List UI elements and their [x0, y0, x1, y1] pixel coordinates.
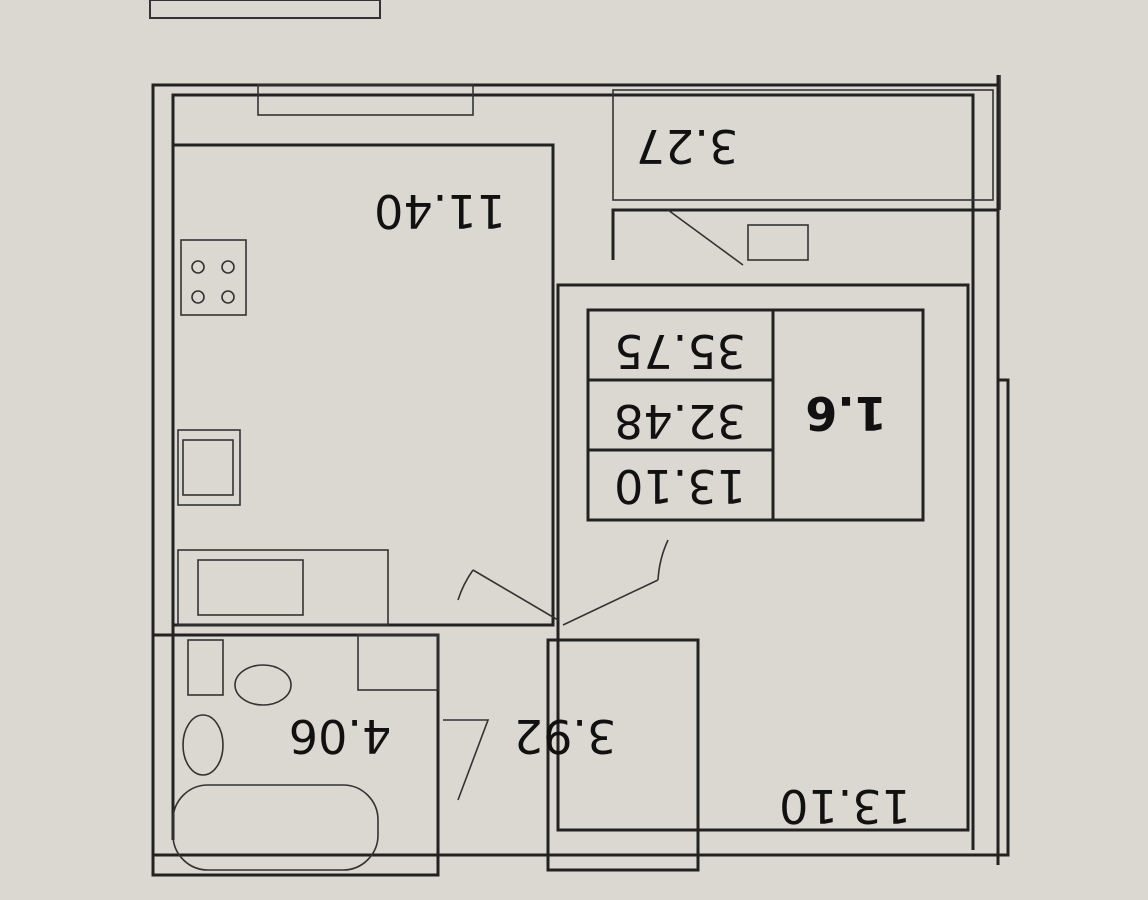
hallway-area: 3.92	[514, 709, 616, 763]
bathtub-icon	[172, 784, 379, 871]
balcony-wall	[611, 75, 1000, 260]
door-balcony	[667, 209, 744, 266]
toilet-icon	[234, 664, 292, 706]
oven-icon	[197, 559, 304, 616]
living-room-area: 13.10	[779, 779, 911, 833]
stamp-labels: 1.6 13.10 32.48 35.75	[614, 324, 887, 513]
window	[257, 84, 474, 116]
counter	[177, 549, 389, 626]
door-bathroom	[443, 719, 490, 801]
bathroom-area: 4.06	[289, 709, 391, 763]
door-kitchen	[457, 569, 559, 621]
window-balcony-door	[747, 224, 809, 261]
living-area: 13.10	[614, 459, 746, 513]
living-room-walls	[556, 283, 970, 832]
door-living-room	[562, 539, 669, 626]
total-area: 32.48	[614, 394, 746, 448]
top-plan-fragment	[149, 0, 381, 19]
room-labels: 11.40 3.27 13.10 3.92 4.06	[289, 119, 911, 833]
burner-icon	[191, 260, 205, 274]
burner-icon	[191, 290, 205, 304]
total-area-with-balcony: 35.75	[614, 324, 746, 378]
balcony-area: 3.27	[636, 119, 738, 173]
apartment-number: 1.6	[805, 386, 887, 440]
sink-icon	[177, 429, 241, 506]
area-stamp	[586, 308, 925, 522]
sink-basin-icon	[182, 439, 234, 496]
burner-icon	[221, 290, 235, 304]
hallway-walls	[546, 638, 700, 872]
bathroom-walls	[151, 633, 440, 877]
toilet-tank-icon	[187, 639, 224, 696]
balcony-outline	[612, 89, 994, 201]
burner-icon	[221, 260, 235, 274]
washing-machine-icon	[357, 634, 439, 691]
stove-icon	[180, 239, 247, 316]
washbasin-icon	[182, 714, 224, 776]
kitchen-area: 11.40	[374, 184, 506, 238]
floor-plan-drawing	[151, 75, 1010, 877]
